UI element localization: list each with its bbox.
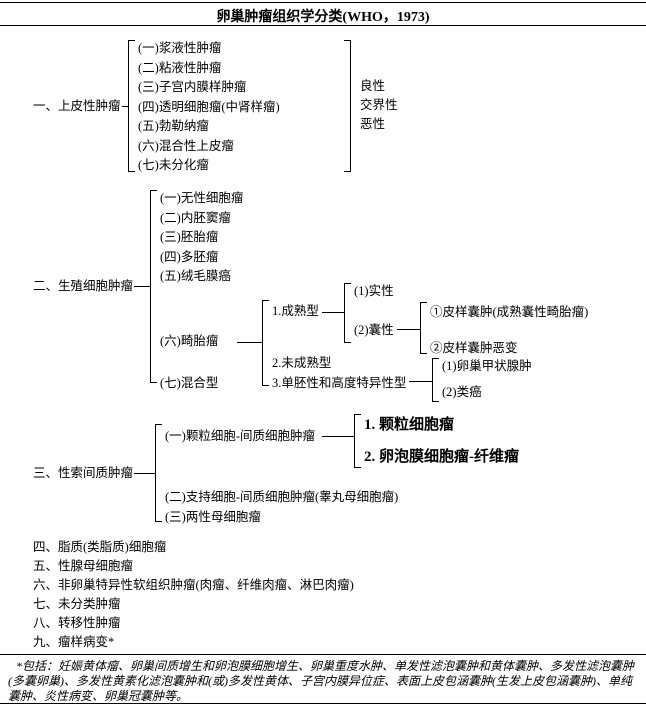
section-6-label: 六、非卵巢特异性软组织肿瘤(肉瘤、纤维肉瘤、淋巴肉瘤) bbox=[33, 578, 354, 592]
top-rule bbox=[0, 2, 646, 3]
monodermal-struma: (1)卵巢甲状腺肿 bbox=[442, 359, 532, 373]
bracket-epithelial bbox=[128, 40, 135, 172]
bracket-monodermal bbox=[432, 358, 439, 402]
connector-line bbox=[122, 106, 128, 107]
connector-line bbox=[134, 473, 155, 474]
germcell-item-teratoma: (六)畸胎瘤 bbox=[160, 334, 219, 348]
title-rule bbox=[0, 25, 646, 26]
bracket-granulosa-group bbox=[354, 414, 361, 468]
germcell-item-5: (五)绒毛膜癌 bbox=[160, 269, 231, 283]
germcell-item-1: (一)无性细胞瘤 bbox=[160, 191, 244, 205]
connector-line bbox=[134, 286, 150, 287]
mature-solid: (1)实性 bbox=[354, 284, 394, 298]
teratoma-mature: 1.成熟型 bbox=[272, 304, 319, 318]
connector-line bbox=[322, 312, 344, 313]
bracket-mature bbox=[344, 283, 351, 343]
sexcord-granulosa-group: (一)颗粒细胞-间质细胞肿瘤 bbox=[165, 429, 315, 443]
connector-line bbox=[397, 329, 420, 330]
bracket-sexcord bbox=[155, 424, 162, 522]
granulosa-cell-tumor: 1. 颗粒细胞瘤 bbox=[364, 417, 455, 433]
cystic-dermoid-malignant: ②皮样囊肿恶变 bbox=[430, 341, 518, 355]
epithelial-item-5: (五)勃勒纳瘤 bbox=[138, 119, 209, 133]
bracket-teratoma bbox=[262, 300, 269, 386]
footnote-text: *包括：妊娠黄体瘤、卵巢间质增生和卵泡膜细胞增生、卵巢重度水肿、单发性滤泡囊肿和… bbox=[8, 659, 635, 703]
cystic-dermoid: ①皮样囊肿(成熟囊性畸胎瘤) bbox=[430, 305, 589, 319]
connector-line bbox=[409, 381, 432, 382]
grade-malignant: 恶性 bbox=[360, 117, 386, 131]
bottom-rule bbox=[0, 703, 646, 704]
section-2-label: 二、生殖细胞肿瘤 bbox=[33, 279, 134, 293]
section-1-label: 一、上皮性肿瘤 bbox=[33, 99, 121, 113]
bracket-cystic bbox=[420, 302, 427, 354]
grade-borderline: 交界性 bbox=[360, 98, 398, 112]
connector-line bbox=[237, 342, 262, 343]
footnote-rule bbox=[0, 654, 646, 655]
germcell-item-4: (四)多胚瘤 bbox=[160, 250, 219, 264]
bracket-grades bbox=[344, 40, 351, 172]
sexcord-sertoli: (二)支持细胞-间质细胞肿瘤(睾丸母细胞瘤) bbox=[165, 490, 399, 504]
epithelial-item-3: (三)子宫内膜样肿瘤 bbox=[138, 80, 247, 94]
section-5-label: 五、性腺母细胞瘤 bbox=[33, 559, 134, 573]
germcell-item-3: (三)胚胎瘤 bbox=[160, 230, 219, 244]
germcell-item-mixed: (七)混合型 bbox=[160, 376, 219, 390]
section-3-label: 三、性索间质肿瘤 bbox=[33, 466, 134, 480]
germcell-item-2: (二)内胚窦瘤 bbox=[160, 211, 231, 225]
page-title: 卵巢肿瘤组织学分类(WHO，1973) bbox=[216, 10, 430, 25]
teratoma-immature: 2.未成熟型 bbox=[272, 356, 332, 370]
section-7-label: 七、未分类肿瘤 bbox=[33, 597, 121, 611]
section-9-label: 九、瘤样病变* bbox=[33, 635, 115, 649]
section-4-label: 四、脂质(类脂质)细胞瘤 bbox=[33, 540, 167, 554]
epithelial-item-4: (四)透明细胞瘤(中肾样瘤) bbox=[138, 100, 280, 114]
monodermal-carcinoid: (2)类癌 bbox=[442, 385, 482, 399]
section-8-label: 八、转移性肿瘤 bbox=[33, 616, 121, 630]
connector-line bbox=[322, 436, 354, 437]
sexcord-gynandro: (三)两性母细胞瘤 bbox=[165, 510, 261, 524]
epithelial-item-6: (六)混合性上皮瘤 bbox=[138, 139, 234, 153]
epithelial-item-2: (二)粘液性肿瘤 bbox=[138, 61, 222, 75]
epithelial-item-1: (一)浆液性肿瘤 bbox=[138, 41, 222, 55]
grade-benign: 良性 bbox=[360, 79, 386, 93]
epithelial-item-7: (七)未分化瘤 bbox=[138, 158, 209, 172]
bracket-germcell bbox=[150, 190, 157, 383]
mature-cystic: (2)囊性 bbox=[354, 323, 394, 337]
thecoma-fibroma: 2. 卵泡膜细胞瘤-纤维瘤 bbox=[364, 449, 519, 465]
teratoma-monodermal: 3.单胚性和高度特异性型 bbox=[272, 376, 407, 390]
